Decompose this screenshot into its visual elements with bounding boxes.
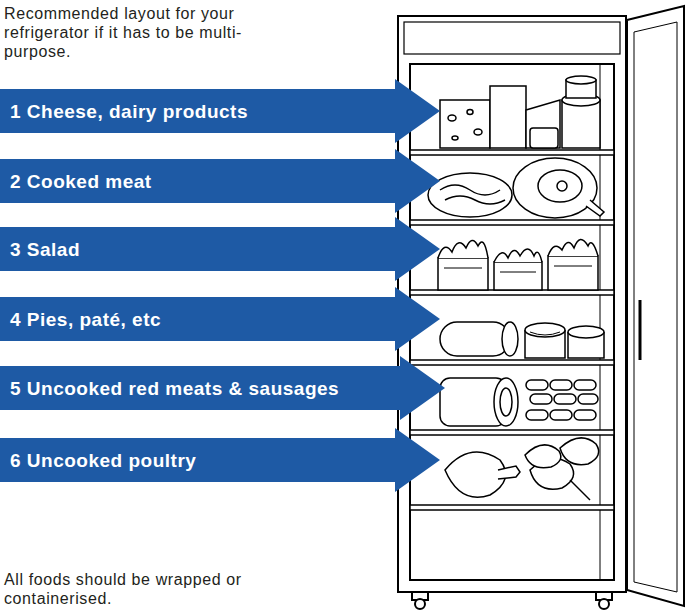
fridge-door [627,6,684,606]
fridge-shelves [410,150,614,510]
arrow-band: 4 Pies, paté, etc [0,287,440,351]
poultry-food [445,438,599,500]
cheese-dairy-food [440,76,600,148]
arrow-fill [0,287,440,351]
footnote: All foods should be wrapped or container… [4,570,294,608]
fridge-wheels [412,592,612,609]
fridge-cabinet [398,16,626,592]
arrow-fill [0,149,440,213]
arrow-fill [0,428,440,492]
band-label: 3 Salad [10,217,391,281]
red-meat-sausages-food [440,378,598,426]
arrow-fill [0,217,440,281]
salad-food [438,239,598,290]
arrow-band: 2 Cooked meat [0,149,440,213]
arrow-fill [0,356,445,420]
arrow-band: 3 Salad [0,217,440,281]
pies-pate-food [440,322,604,358]
heading-note: Recommended layout for your refrigerator… [4,4,294,61]
band-label: 6 Uncooked poultry [10,428,391,492]
arrow-band: 6 Uncooked poultry [0,428,440,492]
arrow-band: 1 Cheese, dairy products [0,79,440,143]
band-label: 1 Cheese, dairy products [10,79,391,143]
band-label: 5 Uncooked red meats & sausages [10,356,396,420]
cooked-meat-food [428,158,604,218]
band-label: 2 Cooked meat [10,149,391,213]
band-label: 4 Pies, paté, etc [10,287,391,351]
arrow-band: 5 Uncooked red meats & sausages [0,356,445,420]
arrow-fill [0,79,440,143]
